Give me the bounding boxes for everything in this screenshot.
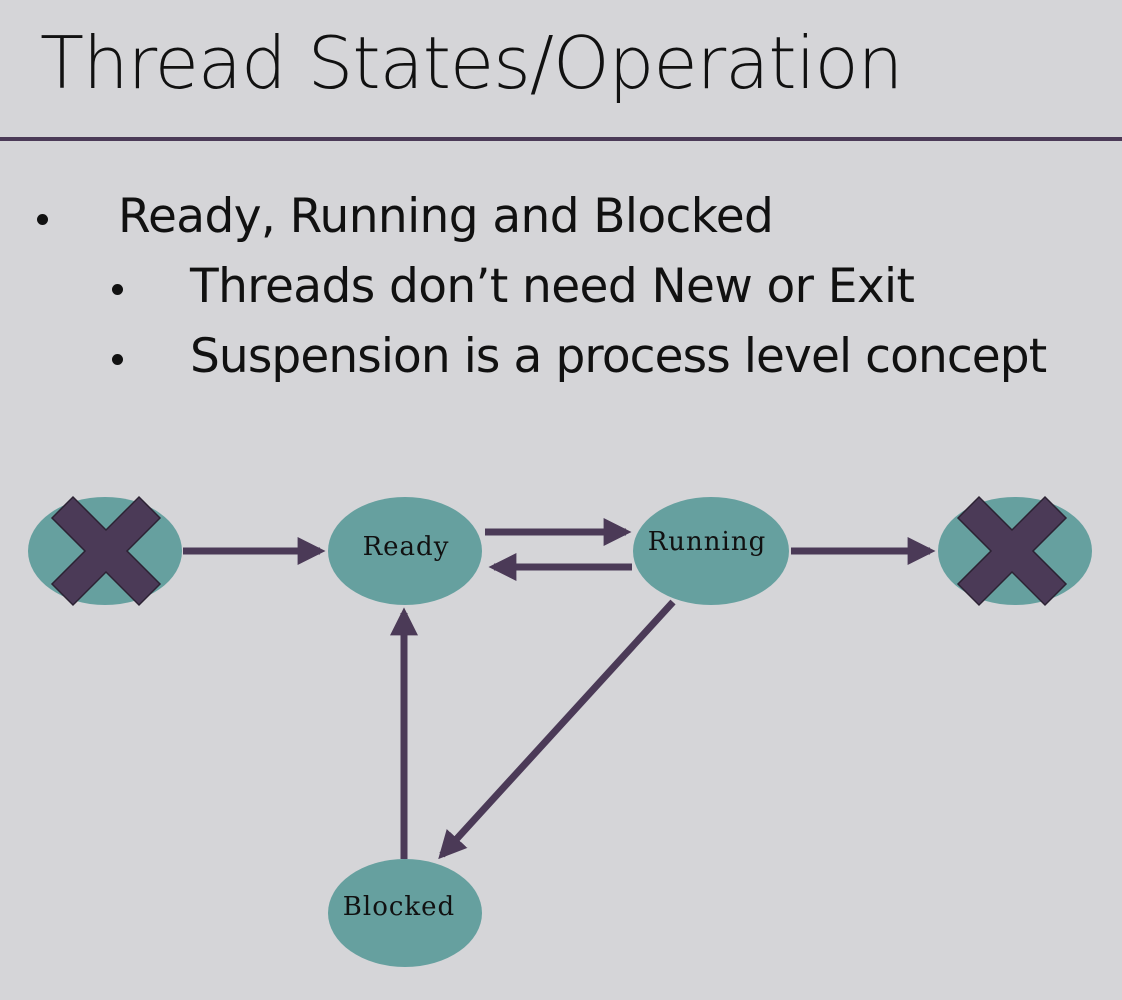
bullet-item-2: Threads don’t need New or Exit: [112, 257, 915, 317]
cross-icon: [956, 495, 1068, 607]
state-new-removed: [28, 495, 182, 607]
bullet-text: Threads don’t need New or Exit: [190, 259, 915, 314]
state-blocked-ellipse: [328, 859, 482, 967]
state-running-ellipse: [633, 497, 789, 605]
bullet-dot-icon: [112, 284, 123, 295]
state-ready-label: Ready: [363, 532, 450, 562]
bullet-text: Ready, Running and Blocked: [118, 189, 774, 244]
state-running: Running: [633, 497, 789, 605]
bullet-dot-icon: [37, 214, 48, 225]
title-divider: [0, 137, 1122, 141]
state-blocked-label: Blocked: [343, 892, 455, 922]
bullet-item-3: Suspension is a process level concept: [112, 327, 1047, 387]
state-ready: Ready: [328, 497, 482, 605]
state-running-label: Running: [648, 527, 767, 557]
state-ready-ellipse: [328, 497, 482, 605]
slide-title: Thread States/Operation: [40, 21, 903, 105]
bullet-dot-icon: [112, 354, 123, 365]
state-exit-removed: [938, 495, 1092, 607]
bullet-text: Suspension is a process level concept: [190, 329, 1047, 384]
state-blocked: Blocked: [328, 859, 482, 967]
bullet-item-1: Ready, Running and Blocked: [37, 187, 774, 247]
arrow-running-to-blocked: [438, 599, 676, 860]
cross-icon: [50, 495, 162, 607]
